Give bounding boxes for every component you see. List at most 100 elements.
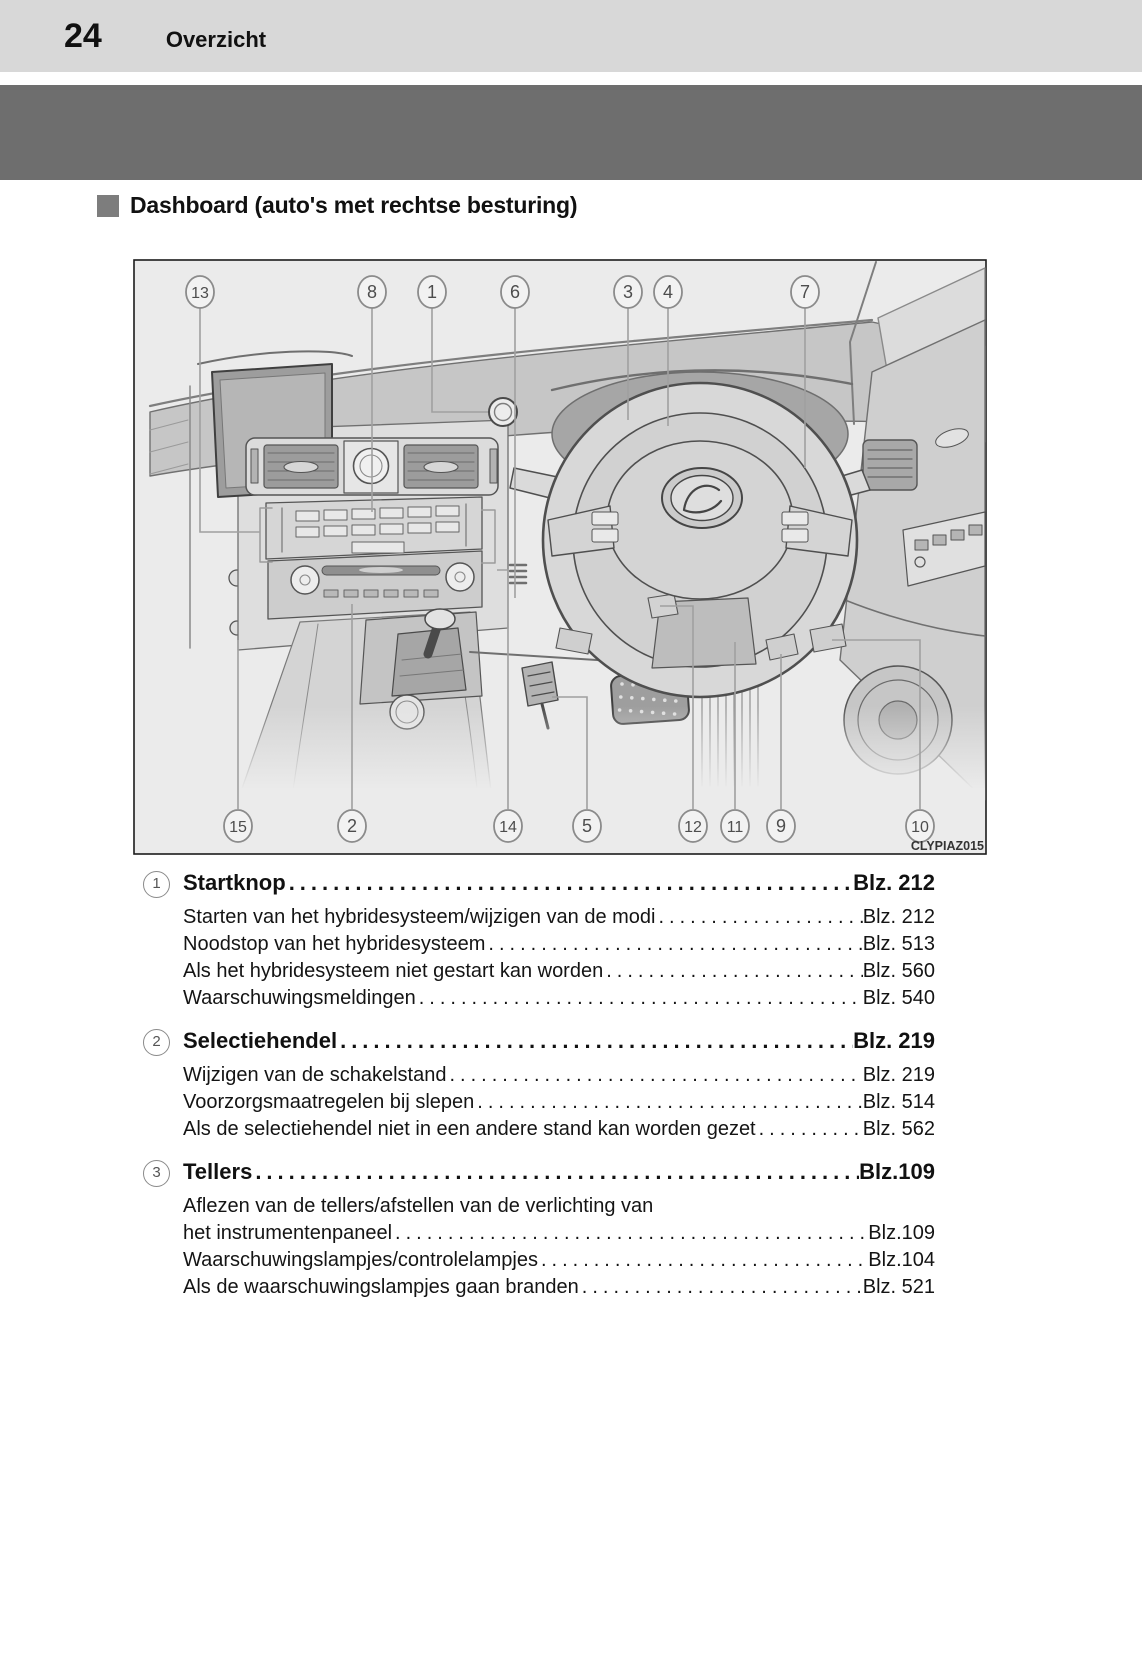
entry-label: Als de waarschuwingslampjes gaan branden xyxy=(183,1276,579,1298)
item-title: Tellers xyxy=(183,1159,253,1184)
armrest-line xyxy=(844,599,986,637)
steering-column xyxy=(651,597,757,669)
page-reference: Blz.104 xyxy=(868,1249,935,1271)
a-pillar xyxy=(849,261,877,425)
index-sub-row: Waarschuwingsmeldingen..................… xyxy=(143,985,935,1012)
index-sub-row: Starten van het hybridesysteem/wijzigen … xyxy=(143,904,935,931)
svg-text:6: 6 xyxy=(510,282,520,302)
page-reference: Blz. 212 xyxy=(862,906,935,928)
entry-label: Starten van het hybridesysteem/wijzigen … xyxy=(183,906,656,928)
chapter-band xyxy=(0,85,1142,180)
dot-leader: ........................................… xyxy=(540,1249,869,1271)
entry-label: Waarschuwingslampjes/controlelampjes xyxy=(183,1249,538,1271)
item-number-badge: 3 xyxy=(143,1159,170,1187)
svg-text:11: 11 xyxy=(727,819,744,836)
dot-leader: ........................................… xyxy=(477,1091,863,1113)
entry-label: Voorzorgsmaatregelen bij slepen xyxy=(183,1091,475,1113)
audio-knob xyxy=(445,562,475,592)
index-main-row: 3 Tellers................................… xyxy=(143,1157,935,1187)
callout-11: 11 xyxy=(720,809,750,843)
dot-leader: ........................................… xyxy=(288,870,853,895)
item-number-badge: 2 xyxy=(143,1028,170,1056)
page-reference: Blz. 212 xyxy=(853,870,935,895)
page-header: 24 Overzicht xyxy=(0,0,1142,72)
entry-label: Wijzigen van de schakelstand xyxy=(183,1064,447,1086)
leader-lines xyxy=(199,308,921,809)
entry-label: Aflezen van de tellers/afstellen van de … xyxy=(183,1195,654,1217)
callout-13: 13 xyxy=(185,275,215,309)
page-reference: Blz. 219 xyxy=(853,1028,935,1053)
dot-leader: ........................................… xyxy=(418,987,863,1009)
svg-text:1: 1 xyxy=(427,282,437,302)
index-sub-row: Aflezen van de tellers/afstellen van de … xyxy=(143,1193,935,1220)
clock-dial xyxy=(352,447,390,485)
svg-text:15: 15 xyxy=(229,819,247,836)
dot-leader: ........................................… xyxy=(581,1276,863,1298)
callout-12: 12 xyxy=(678,809,708,843)
svg-text:10: 10 xyxy=(911,819,929,836)
section-title: Dashboard (auto's met rechtse besturing) xyxy=(130,192,578,218)
callout-5: 5 xyxy=(572,809,602,843)
svg-text:7: 7 xyxy=(800,282,810,302)
gear-knob xyxy=(424,608,456,630)
callout-3: 3 xyxy=(613,275,643,309)
callout-4: 4 xyxy=(653,275,683,309)
start-stop-button xyxy=(488,397,518,427)
svg-text:9: 9 xyxy=(776,816,786,836)
svg-text:12: 12 xyxy=(684,819,702,836)
index-sub-row: Waarschuwingslampjes/controlelampjes....… xyxy=(143,1247,935,1274)
legend-index: 1 Startknop..............................… xyxy=(143,868,935,1301)
page-reference: Blz. 540 xyxy=(862,987,935,1009)
dot-leader: ........................................… xyxy=(340,1028,853,1053)
callout-1: 1 xyxy=(417,275,447,309)
side-air-vent xyxy=(862,439,918,491)
dot-leader: ........................................… xyxy=(395,1222,869,1244)
page-reference: Blz. 521 xyxy=(862,1276,935,1298)
page-reference: Blz. 513 xyxy=(862,933,935,955)
svg-text:14: 14 xyxy=(499,819,517,836)
callout-2: 2 xyxy=(337,809,367,843)
index-sub-row: Wijzigen van de schakelstand............… xyxy=(143,1062,935,1089)
entry-label: Als het hybridesysteem niet gestart kan … xyxy=(183,960,604,982)
section-bullet-icon xyxy=(97,194,119,217)
index-sub-row: Als het hybridesysteem niet gestart kan … xyxy=(143,958,935,985)
index-sub-row: Voorzorgsmaatregelen bij slepen.........… xyxy=(143,1089,935,1116)
index-sub-row: het instrumentenpaneel..................… xyxy=(143,1220,935,1247)
audio-knob xyxy=(290,565,320,595)
dot-leader: ........................................… xyxy=(758,1118,863,1140)
entry-label: Als de selectiehendel niet in een andere… xyxy=(183,1118,756,1140)
page-reference: Blz.109 xyxy=(868,1222,935,1244)
callout-14: 14 xyxy=(493,809,523,843)
dot-leader: ........................................… xyxy=(658,906,863,928)
section-heading: Dashboard (auto's met rechtse besturing) xyxy=(97,192,578,219)
dot-leader: ........................................… xyxy=(606,960,863,982)
item-title: Startknop xyxy=(183,870,286,895)
page-number: 24 xyxy=(64,17,102,55)
item-number-badge: 1 xyxy=(143,870,170,898)
index-sub-row: Als de selectiehendel niet in een andere… xyxy=(143,1116,935,1143)
svg-text:3: 3 xyxy=(623,282,633,302)
callout-15: 15 xyxy=(223,809,253,843)
svg-text:8: 8 xyxy=(367,282,377,302)
svg-text:13: 13 xyxy=(191,285,209,302)
index-sub-row: Noodstop van het hybridesysteem.........… xyxy=(143,931,935,958)
page-reference: Blz. 560 xyxy=(862,960,935,982)
dot-leader: ........................................… xyxy=(255,1159,859,1184)
side-grille xyxy=(508,563,528,585)
svg-text:5: 5 xyxy=(582,816,592,836)
callout-10: 10 xyxy=(905,809,935,843)
page-reference: Blz. 562 xyxy=(862,1118,935,1140)
callout-6: 6 xyxy=(500,275,530,309)
entry-label: Waarschuwingsmeldingen xyxy=(183,987,416,1009)
callout-8: 8 xyxy=(357,275,387,309)
index-sub-row: Als de waarschuwingslampjes gaan branden… xyxy=(143,1274,935,1301)
page-reference: Blz. 219 xyxy=(862,1064,935,1086)
dot-leader: ........................................… xyxy=(488,933,862,955)
door-handle xyxy=(935,428,969,448)
chapter-title: Overzicht xyxy=(165,27,267,52)
entry-label: Noodstop van het hybridesysteem xyxy=(183,933,486,955)
dot-leader: ........................................… xyxy=(449,1064,863,1086)
